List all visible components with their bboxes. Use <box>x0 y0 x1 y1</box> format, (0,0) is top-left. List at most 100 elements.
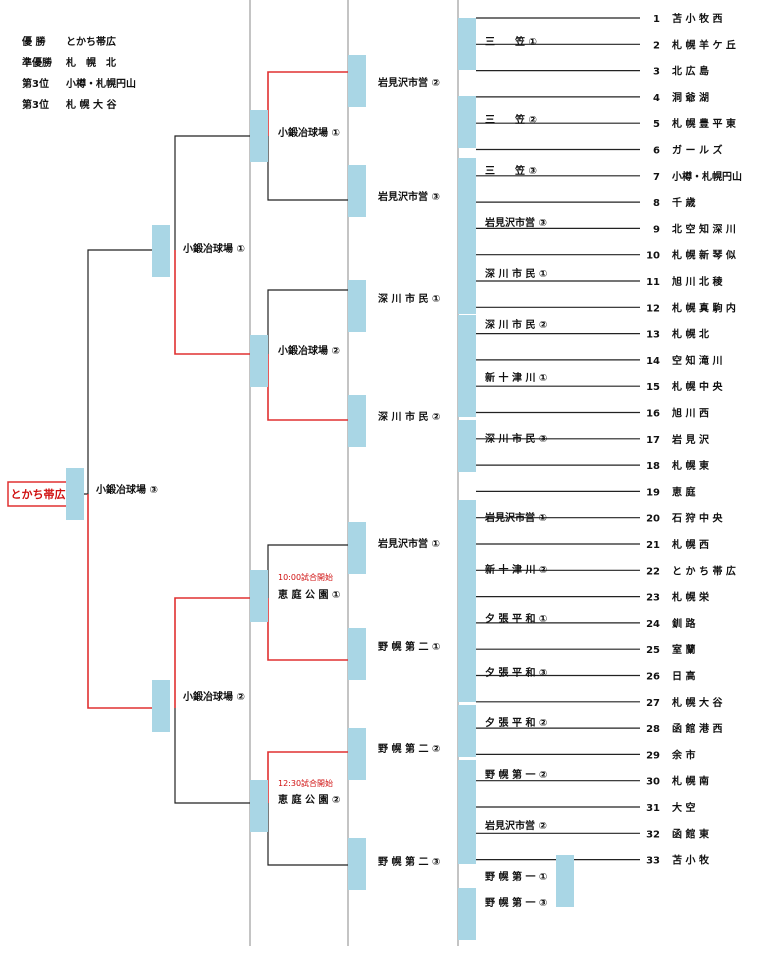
score-pill <box>250 335 268 387</box>
team-seed: 3 <box>653 67 660 78</box>
team-seed: 19 <box>646 487 660 498</box>
team-seed: 9 <box>653 224 660 235</box>
score-pill <box>348 55 366 107</box>
result-third-1: 第3位小樽・札幌円山 <box>22 79 136 90</box>
team-seed: 2 <box>653 40 660 51</box>
team-name: 苫 小 牧 西 <box>672 12 722 25</box>
bracket-connector <box>267 803 348 866</box>
venue-round1: 深 川 市 民 ③ <box>485 432 547 445</box>
score-pill <box>348 628 366 680</box>
team-name: 札 幌 栄 <box>671 591 710 604</box>
score-pill <box>458 705 476 757</box>
score-pill <box>458 550 476 602</box>
team-name: 恵 庭 <box>672 485 696 498</box>
bracket-connector <box>174 708 250 804</box>
team-name: と か ち 帯 広 <box>672 564 736 577</box>
team-name: 日 高 <box>672 670 695 683</box>
team-seed: 26 <box>646 672 660 683</box>
team-seed: 13 <box>646 330 660 341</box>
team-name: 札 幌 東 <box>671 459 709 472</box>
team-name: 札 幌 豊 平 東 <box>671 117 736 130</box>
team-name: 函 館 東 <box>672 827 709 840</box>
score-pill <box>348 165 366 217</box>
score-pill <box>458 210 476 262</box>
team-name: 洞 爺 湖 <box>672 91 709 104</box>
team-name: 空 知 滝 川 <box>672 354 722 367</box>
team-seed: 25 <box>646 645 660 656</box>
team-name: 北 空 知 深 川 <box>672 222 736 235</box>
team-name: 小樽・札幌円山 <box>671 170 742 183</box>
venue-round2: 岩見沢市営 ① <box>377 537 440 550</box>
venue-round2: 野 幌 第 二 ② <box>378 742 440 755</box>
team-seed: 32 <box>646 829 660 840</box>
team-name: 石 狩 中 央 <box>671 512 723 525</box>
result-runner-up: 準優勝札 幌 北 <box>22 58 116 69</box>
venue-round1: 深 川 市 民 ② <box>485 318 547 331</box>
venue-round1: 野 幌 第 一 ① <box>485 870 547 883</box>
team-seed: 7 <box>653 172 660 183</box>
bracket-connector <box>267 71 348 136</box>
team-seed: 6 <box>653 146 660 157</box>
team-seed: 5 <box>653 119 660 130</box>
results-list: 優 勝とかち帯広 準優勝札 幌 北 第3位小樽・札幌円山 第3位札 幌 大 谷 <box>22 36 146 120</box>
team-name: 札 幌 中 央 <box>671 380 723 393</box>
team-name: ガ ー ル ズ <box>672 144 722 157</box>
team-seed: 8 <box>653 198 660 209</box>
score-pill <box>66 468 84 520</box>
team-name: 函 館 港 西 <box>672 722 722 735</box>
team-seed: 17 <box>646 435 660 446</box>
venue-round1: 深 川 市 民 ① <box>485 267 547 280</box>
venue-round1: 新 十 津 川 ① <box>485 371 547 384</box>
team-seed: 12 <box>646 303 660 314</box>
score-pill <box>458 420 476 472</box>
team-name: 岩 見 沢 <box>671 433 710 446</box>
bracket-lines <box>66 17 640 940</box>
team-seed: 21 <box>646 540 660 551</box>
team-seed: 10 <box>646 251 660 262</box>
venue-round1: 三 笠 ① <box>485 35 537 48</box>
venue-round2: 岩見沢市営 ② <box>377 76 440 89</box>
team-name: 札 幌 羊 ケ 丘 <box>671 38 736 51</box>
champion-name: とかち帯広 <box>11 487 66 501</box>
result-champion: 優 勝とかち帯広 <box>22 37 116 48</box>
score-pill <box>458 500 476 552</box>
venue-round1: 夕 張 平 和 ① <box>485 612 547 625</box>
start-time-note: 12:30試合開始 <box>278 778 333 788</box>
team-seed: 14 <box>646 356 660 367</box>
team-name: 札 幌 西 <box>671 538 709 551</box>
champion-box <box>7 481 69 507</box>
venue-round4: 小鍛冶球場 ② <box>182 690 245 703</box>
team-name: 札 幌 大 谷 <box>671 696 723 709</box>
score-pill <box>152 680 170 732</box>
score-pill <box>250 780 268 832</box>
venue-round1: 三 笠 ② <box>485 113 537 126</box>
venue-round1: 岩見沢市営 ③ <box>484 216 547 229</box>
score-pill <box>348 728 366 780</box>
bracket-connector <box>68 249 170 495</box>
team-seed: 22 <box>646 566 660 577</box>
bracket-connector <box>267 136 348 201</box>
start-time-note: 10:00試合開始 <box>278 572 333 582</box>
score-pill <box>458 18 476 70</box>
score-pill <box>458 888 476 940</box>
team-name: 旭 川 西 <box>671 407 709 420</box>
bracket-connector <box>267 598 348 661</box>
venue-round1: 野 幌 第 一 ② <box>485 768 547 781</box>
venue-round2: 深 川 市 民 ② <box>378 410 440 423</box>
score-pill <box>458 600 476 652</box>
team-seed: 16 <box>646 409 660 420</box>
team-name: 旭 川 北 稜 <box>671 275 723 288</box>
venue-round1: 野 幌 第 一 ③ <box>485 896 547 909</box>
bracket-connector <box>174 597 250 708</box>
score-pill <box>458 262 476 314</box>
bracket-connector <box>267 289 348 354</box>
team-name: 札 幌 真 駒 内 <box>671 301 736 314</box>
bracket-connector <box>267 354 348 421</box>
bracket-connector <box>174 135 250 250</box>
team-name: 釧 路 <box>672 617 696 630</box>
team-name: 大 空 <box>672 801 695 814</box>
team-seed: 18 <box>646 461 660 472</box>
